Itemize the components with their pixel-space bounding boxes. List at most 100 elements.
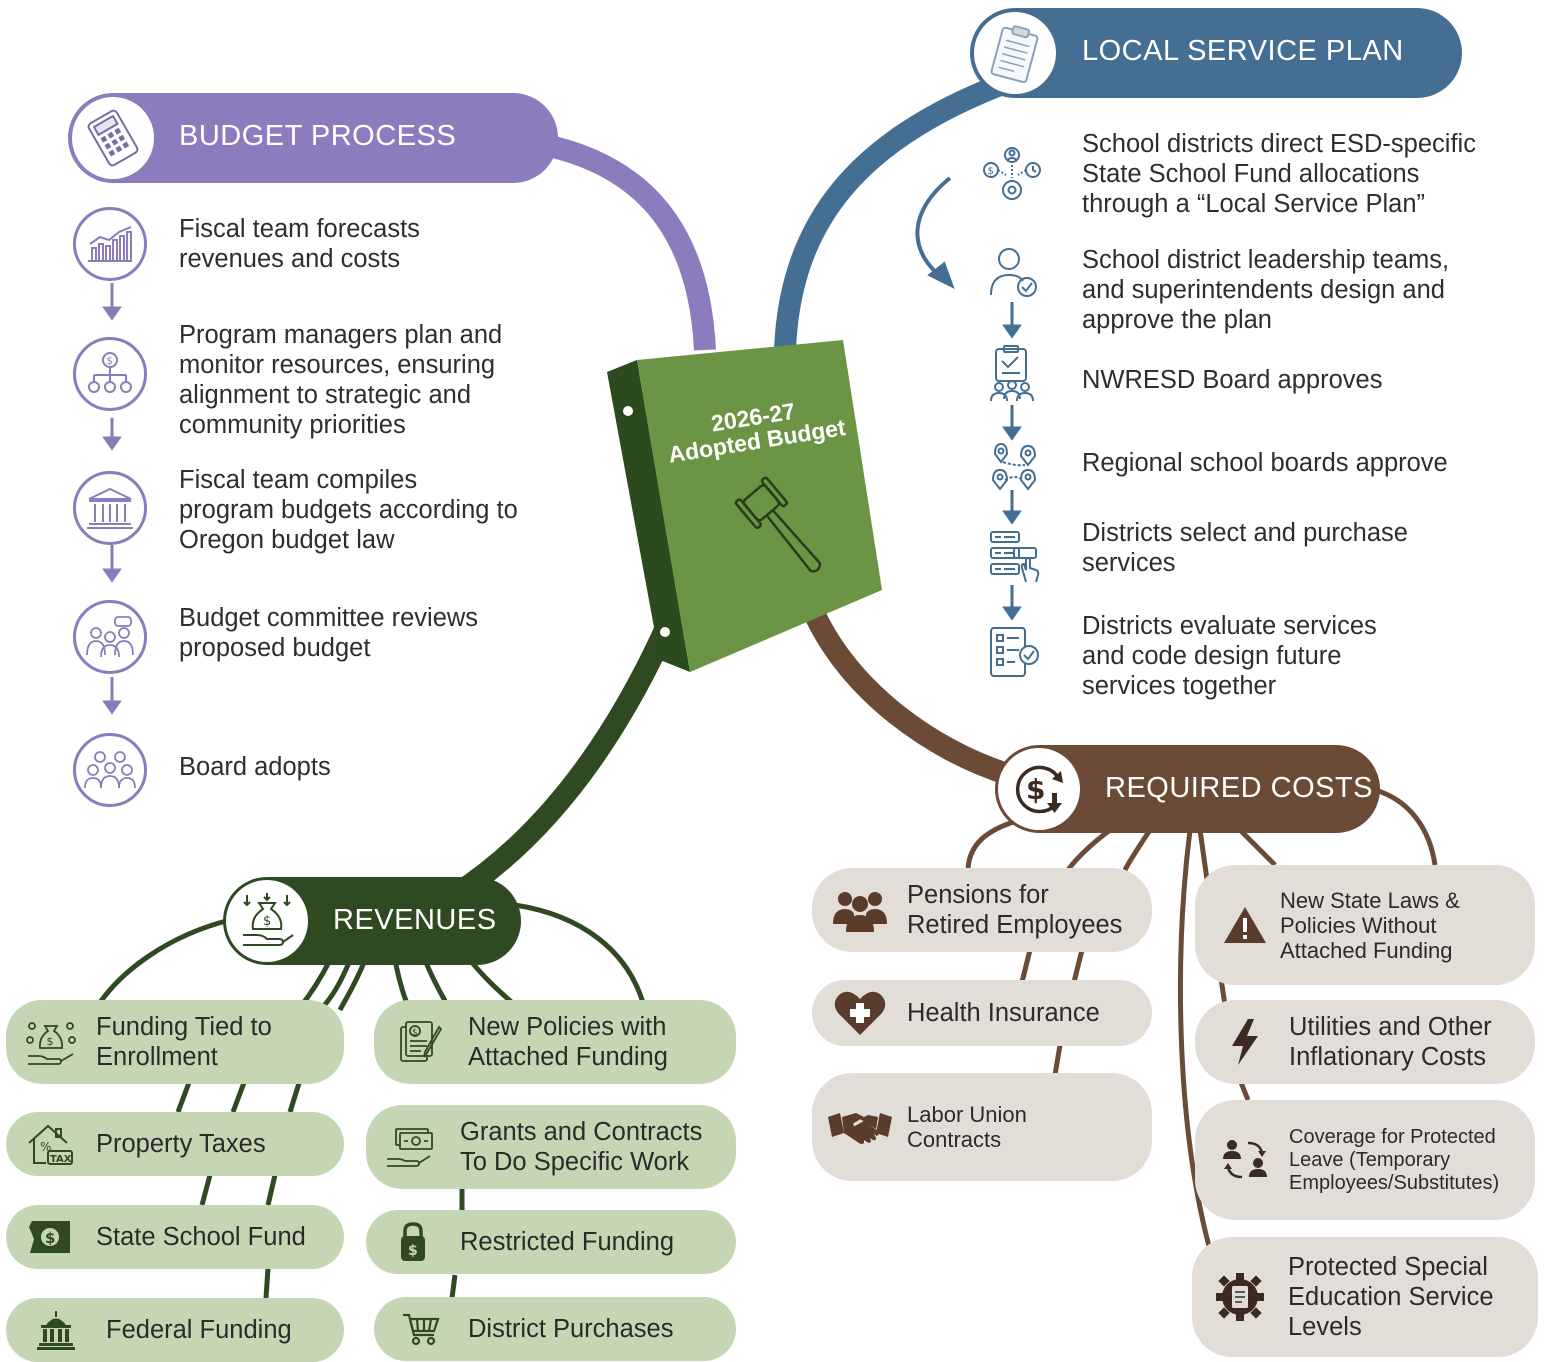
- revenue-item-grants-contracts-label: Grants and Contracts To Do Specific Work: [460, 1118, 703, 1176]
- bp-step-5-badge: [73, 733, 147, 807]
- capitol-icon: [37, 1311, 75, 1350]
- lsp-step-3-text: NWRESD Board approves: [1082, 366, 1383, 394]
- revenue-item-restricted-funding-label: Restricted Funding: [460, 1228, 675, 1256]
- revenue-item-new-policies: $ New Policies with Attached Funding: [374, 1000, 736, 1084]
- lsp-step-6-text: Districts evaluate services and code des…: [1082, 612, 1377, 700]
- adopted-budget-binder: [607, 340, 882, 672]
- map-pins-icon: [991, 442, 1037, 491]
- required-costs-branch: [805, 610, 1014, 786]
- svg-text:$: $: [408, 1243, 418, 1259]
- money-hand-icon: $: [243, 893, 294, 946]
- bp-step-3-badge: [73, 471, 147, 545]
- swap-people-icon: [1223, 1140, 1267, 1179]
- dollar-cycle-badge: $: [998, 748, 1080, 830]
- committee-icon: [86, 616, 134, 658]
- bp-step-1-text: Fiscal team forecasts revenues and costs: [179, 215, 420, 273]
- person-check-icon: [990, 248, 1037, 297]
- shopping-cart-icon: [403, 1313, 440, 1346]
- bp-step-4-text: Budget committee reviews proposed budget: [179, 604, 479, 662]
- revenue-item-grants-contracts: Grants and Contracts To Do Specific Work: [366, 1105, 736, 1189]
- cost-item-pensions-label: Pensions for Retired Employees: [907, 881, 1123, 939]
- gavel-icon: [734, 476, 822, 573]
- cost-item-health-insurance-label: Health Insurance: [907, 999, 1100, 1027]
- budget-process-title: BUDGET PROCESS: [179, 120, 457, 152]
- revenue-item-property-taxes: % TAX Property Taxes: [6, 1112, 344, 1176]
- revenue-item-state-school-fund-label: State School Fund: [96, 1223, 306, 1251]
- bp-step-2-text: Program managers plan and monitor resour…: [179, 321, 503, 439]
- dollar-cycle-icon: $: [1015, 765, 1063, 814]
- revenues-branch: [449, 625, 675, 905]
- house-tax-icon: % TAX: [28, 1124, 73, 1165]
- clipboard-icon: [990, 25, 1039, 83]
- lsp-step-2-text: School district leadership teams, and su…: [1082, 246, 1450, 334]
- evaluate-checklist-icon: [990, 627, 1039, 677]
- lock-dollar-icon: $: [401, 1222, 425, 1261]
- cost-item-protected-leave-label: Coverage for Protected Leave (Temporary …: [1289, 1125, 1500, 1194]
- lightning-icon: [1232, 1019, 1258, 1065]
- svg-text:TAX: TAX: [50, 1154, 72, 1165]
- required-costs-header: $ REQUIRED COSTS: [995, 745, 1380, 833]
- cost-item-labor-union: Labor Union Contracts: [812, 1073, 1152, 1181]
- svg-text:$: $: [988, 166, 994, 177]
- bp-step-4-badge: [73, 600, 147, 674]
- budget-process-branch: [542, 134, 716, 351]
- cost-item-pensions: Pensions for Retired Employees: [812, 868, 1152, 952]
- calculator-badge: [72, 97, 154, 179]
- svg-text:$: $: [412, 1028, 418, 1038]
- government-building-icon: [87, 487, 133, 529]
- revenue-item-enrollment-label: Funding Tied to Enrollment: [96, 1013, 272, 1071]
- revenues-title: REVENUES: [333, 904, 497, 936]
- local-service-plan-title: LOCAL SERVICE PLAN: [1082, 35, 1404, 67]
- board-group-icon: [84, 751, 136, 789]
- local-service-plan-header: LOCAL SERVICE PLAN: [970, 8, 1462, 98]
- select-list-icon: [990, 531, 1040, 583]
- cost-item-health-insurance: Health Insurance: [812, 980, 1152, 1046]
- warning-icon: [1224, 907, 1266, 943]
- svg-text:%: %: [40, 1140, 51, 1154]
- handshake-icon: [827, 1113, 892, 1144]
- svg-text:$: $: [47, 1035, 54, 1048]
- svg-text:$: $: [45, 1229, 55, 1247]
- local-service-plan-branch: [774, 74, 1005, 351]
- bp-step-5-text: Board adopts: [179, 753, 331, 781]
- money-bag-students-icon: $: [26, 1022, 76, 1065]
- bp-step-2-badge: $: [73, 337, 147, 411]
- money-bag-badge: $: [226, 880, 308, 962]
- revenue-item-restricted-funding: $ Restricted Funding: [366, 1210, 736, 1274]
- svg-text:$: $: [1026, 773, 1045, 806]
- cost-item-labor-union-label: Labor Union Contracts: [907, 1102, 1027, 1152]
- revenues-header: $ REVENUES: [223, 877, 521, 965]
- revenue-item-enrollment: $ Funding Tied to Enrollment: [6, 1000, 344, 1084]
- cost-item-new-state-laws-label: New State Laws & Policies Without Attach…: [1280, 887, 1460, 963]
- lsp-step-1-text: School districts direct ESD-specific Sta…: [1082, 130, 1476, 218]
- oregon-dollar-icon: $: [29, 1221, 70, 1253]
- bp-step-3-text: Fiscal team compiles program budgets acc…: [179, 466, 518, 554]
- revenue-item-new-policies-label: New Policies with Attached Funding: [468, 1013, 668, 1071]
- lsp-step-4-text: Regional school boards approve: [1082, 449, 1448, 477]
- svg-text:$: $: [107, 356, 113, 367]
- required-costs-title: REQUIRED COSTS: [1105, 772, 1374, 804]
- cash-hand-icon: [387, 1128, 433, 1167]
- bar-chart-icon: [88, 226, 132, 262]
- cost-item-utilities: Utilities and Other Inflationary Costs: [1195, 1000, 1535, 1084]
- revenue-item-federal-funding: Federal Funding: [6, 1298, 344, 1362]
- revenue-item-property-taxes-label: Property Taxes: [96, 1130, 266, 1158]
- policy-document-icon: $: [400, 1021, 443, 1062]
- bp-step-1-badge: [73, 207, 147, 281]
- heart-plus-icon: [834, 991, 885, 1035]
- clipboard-group-icon: [990, 345, 1034, 402]
- svg-text:$: $: [263, 914, 271, 929]
- revenue-item-state-school-fund: $ State School Fund: [6, 1205, 344, 1269]
- gear-clipboard-icon: [1216, 1273, 1264, 1321]
- people-group-icon: [832, 892, 887, 932]
- budget-process-header: BUDGET PROCESS: [68, 93, 558, 183]
- cost-item-new-state-laws: New State Laws & Policies Without Attach…: [1195, 865, 1535, 985]
- revenue-item-district-purchases-label: District Purchases: [468, 1315, 674, 1343]
- cost-item-protected-leave: Coverage for Protected Leave (Temporary …: [1195, 1100, 1535, 1220]
- cost-item-special-education: Protected Special Education Service Leve…: [1192, 1237, 1538, 1357]
- cost-item-utilities-label: Utilities and Other Inflationary Costs: [1289, 1013, 1492, 1071]
- clipboard-badge: [974, 12, 1056, 94]
- money-gears-icon: $: [983, 147, 1041, 200]
- cost-item-special-education-label: Protected Special Education Service Leve…: [1288, 1253, 1494, 1341]
